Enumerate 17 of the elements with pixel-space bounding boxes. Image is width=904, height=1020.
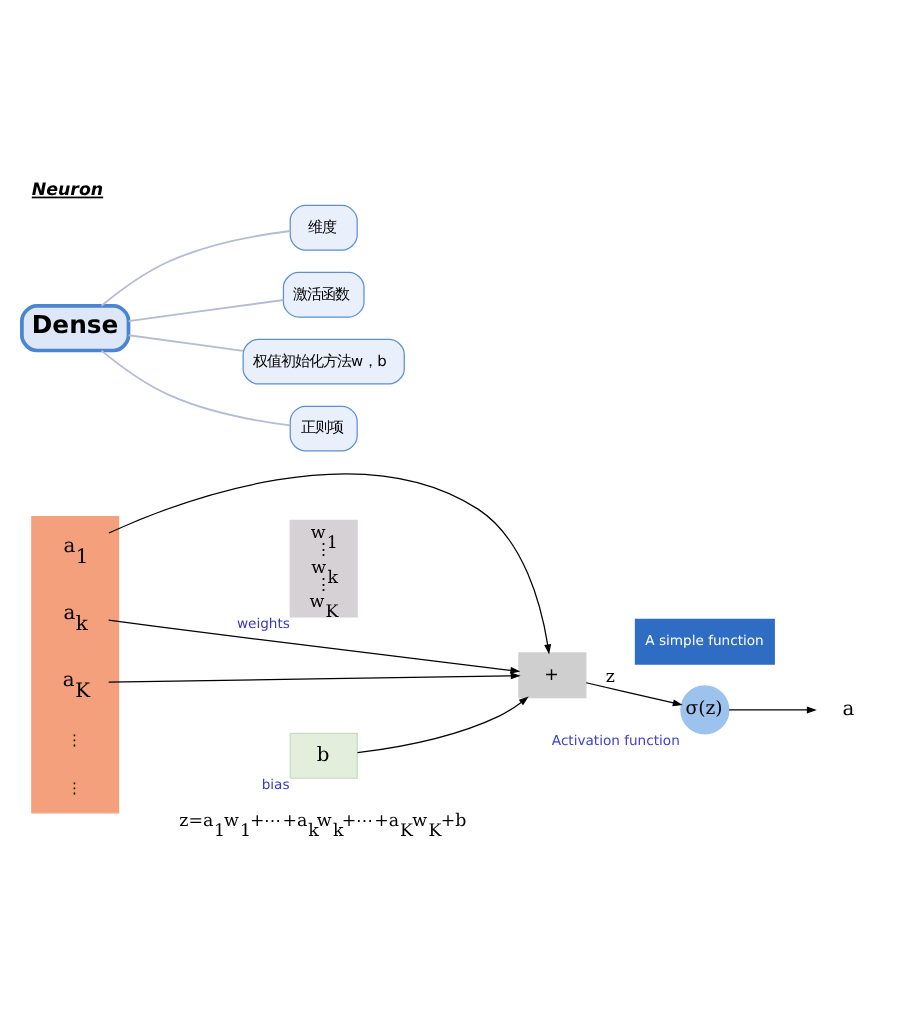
connector	[127, 298, 285, 321]
arrow	[356, 695, 529, 753]
connector	[100, 348, 292, 426]
arrow	[585, 681, 683, 706]
node-box: b	[289, 731, 358, 778]
edge-label: z	[605, 666, 615, 687]
arrow	[108, 472, 552, 654]
connector	[100, 229, 292, 306]
node-circle: σ(z)	[680, 684, 730, 734]
node-box: Dense	[20, 303, 131, 352]
connector	[127, 333, 244, 351]
cluster	[31, 514, 120, 813]
diagram-title: Neuron	[31, 179, 104, 200]
arrow	[728, 705, 817, 713]
node-text: a	[842, 697, 855, 720]
node-box: +	[518, 651, 587, 698]
arrow	[108, 671, 521, 682]
